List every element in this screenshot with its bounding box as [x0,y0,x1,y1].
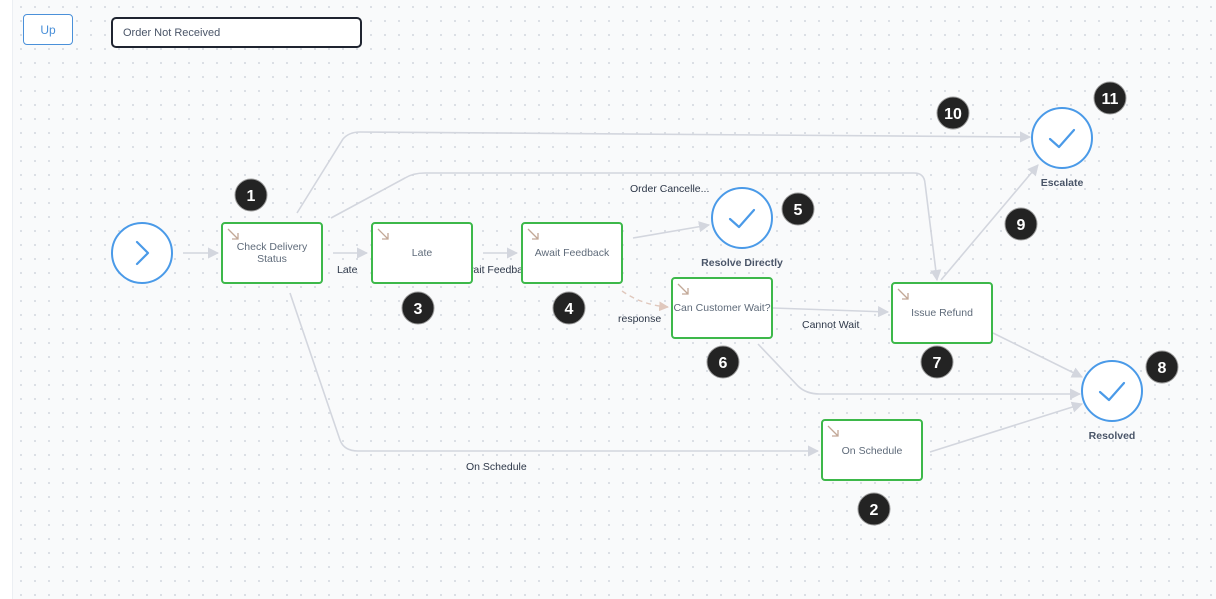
chevron-right-icon [135,240,150,266]
svg-text:5: 5 [794,202,803,219]
svg-text:2: 2 [870,502,879,519]
badge-10: 10 [936,96,970,130]
badge-5: 5 [781,192,815,226]
edge-schedule-to-resolved [929,401,1084,453]
flow-name-input[interactable] [111,17,362,48]
badge-8: 8 [1145,350,1179,384]
task-label-line: Await Feedback [535,247,610,259]
task-label-line: Can Customer Wait? [673,302,770,314]
svg-text:8: 8 [1158,360,1167,377]
edge-label-cannot-wait: Cannot Wait [802,319,859,331]
checkmark-icon [1098,381,1126,402]
svg-text:3: 3 [414,301,423,318]
badge-9: 9 [1004,207,1038,241]
badge-4: 4 [552,291,586,325]
badges: 1 2 3 4 5 6 7 8 9 10 11 [234,81,1179,526]
task-issue-refund[interactable]: Issue Refund [891,282,993,344]
end-node-escalate[interactable]: Escalate [1031,107,1093,189]
end-node-resolved[interactable]: Resolved [1081,360,1143,442]
end-node-label: Escalate [1041,177,1084,189]
diagonal-arrow-icon [377,228,389,240]
task-check-delivery-status[interactable]: Check Delivery Status [221,222,323,284]
task-label-line: Check Delivery [237,241,308,253]
edge-label-on-schedule: On Schedule [466,461,527,473]
svg-text:11: 11 [1102,91,1119,108]
task-can-customer-wait[interactable]: Can Customer Wait? [671,277,773,339]
checkmark-icon [1048,128,1076,149]
edge-label-response: response [618,313,661,325]
left-edge-panel [0,0,13,599]
edge-label-order-cancelled: Order Cancelle... [630,183,709,195]
edge-check-to-escalate [296,131,1032,214]
task-on-schedule[interactable]: On Schedule [821,419,923,481]
edge-refund-to-resolved [992,332,1084,378]
svg-text:10: 10 [944,106,962,123]
diagonal-arrow-icon [227,228,239,240]
svg-text:1: 1 [247,188,256,205]
diagonal-arrow-icon [897,288,909,300]
end-node-label: Resolve Directly [701,257,783,269]
edge-label-late: Late [337,264,358,276]
edge-await-to-resolve [632,221,711,239]
edge-check-to-schedule [289,292,820,457]
diagonal-arrow-icon [527,228,539,240]
badge-1: 1 [234,178,268,212]
task-await-feedback[interactable]: Await Feedback [521,222,623,284]
edge-labels: Late Await Feedback Order Cancelle... re… [337,183,859,473]
svg-text:9: 9 [1017,217,1026,234]
up-button[interactable]: Up [23,14,73,45]
diagonal-arrow-icon [677,283,689,295]
edge-refund-to-escalate [940,164,1039,281]
badge-3: 3 [401,291,435,325]
svg-text:4: 4 [565,301,574,318]
edge-wait-to-resolved [757,343,1082,400]
task-label-line: Issue Refund [911,307,973,319]
badge-6: 6 [706,345,740,379]
edge-label-await-feedback: Await Feedback [459,264,534,276]
badge-7: 7 [920,345,954,379]
end-node-label: Resolved [1089,430,1136,442]
start-node[interactable] [111,222,173,284]
end-node-resolve-directly[interactable]: Resolve Directly [701,187,783,269]
svg-text:6: 6 [719,355,728,372]
task-late[interactable]: Late [371,222,473,284]
diagonal-arrow-icon [827,425,839,437]
badge-11: 11 [1093,81,1127,115]
svg-text:7: 7 [933,355,942,372]
edge-await-to-wait [621,290,669,312]
edges [183,131,1084,457]
task-label-line: On Schedule [842,445,903,457]
task-label-line: Late [412,247,433,259]
edge-wait-to-refund [772,306,890,318]
task-label-line: Status [257,253,287,265]
checkmark-icon [728,208,756,229]
badge-2: 2 [857,492,891,526]
edge-check-to-refund [330,172,942,282]
